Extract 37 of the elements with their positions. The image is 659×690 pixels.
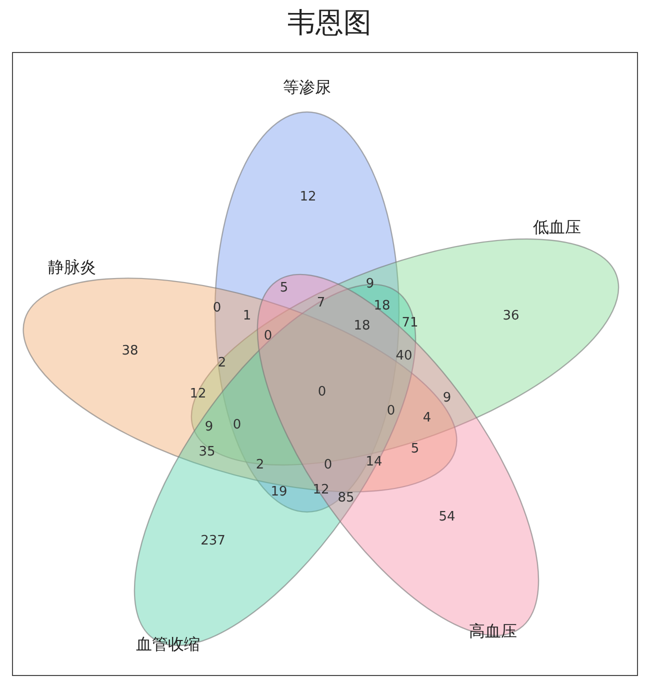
region-count: 19 (270, 484, 288, 500)
region-count: 35 (198, 444, 216, 460)
region-count: 12 (190, 386, 206, 402)
region-count: 4 (422, 410, 432, 426)
region-count: 0 (324, 458, 332, 472)
set-label: 静脉炎 (48, 258, 96, 278)
region-count: 0 (386, 404, 396, 418)
region-count: 85 (338, 490, 354, 506)
region-count: 0 (318, 384, 326, 400)
region-count: 1 (242, 308, 252, 324)
region-count: 2 (256, 458, 264, 472)
region-count: 40 (396, 348, 412, 364)
set-label: 等渗尿 (283, 78, 331, 98)
region-count: 18 (374, 298, 390, 314)
region-count: 14 (366, 454, 382, 470)
region-count: 18 (354, 318, 370, 334)
region-count: 9 (366, 276, 374, 292)
region-count: 237 (200, 534, 226, 548)
region-count: 0 (264, 328, 272, 344)
region-count: 54 (438, 510, 456, 524)
region-count: 12 (300, 190, 316, 204)
set-label: 血管收缩 (136, 634, 200, 656)
region-count: 0 (232, 418, 242, 432)
region-count: 7 (316, 296, 326, 310)
region-count: 0 (212, 300, 222, 316)
diagram-title: 韦恩图 (286, 5, 372, 41)
region-count: 2 (218, 356, 226, 370)
set-label: 高血压 (468, 621, 517, 642)
region-count: 9 (204, 420, 214, 434)
region-count: 9 (442, 390, 452, 406)
region-count: 36 (502, 308, 520, 324)
region-count: 12 (312, 482, 330, 498)
region-count: 5 (280, 280, 288, 296)
region-count: 5 (410, 442, 420, 456)
set-label: 低血压 (532, 218, 581, 238)
region-count: 38 (122, 344, 138, 358)
region-count: 71 (402, 316, 418, 330)
